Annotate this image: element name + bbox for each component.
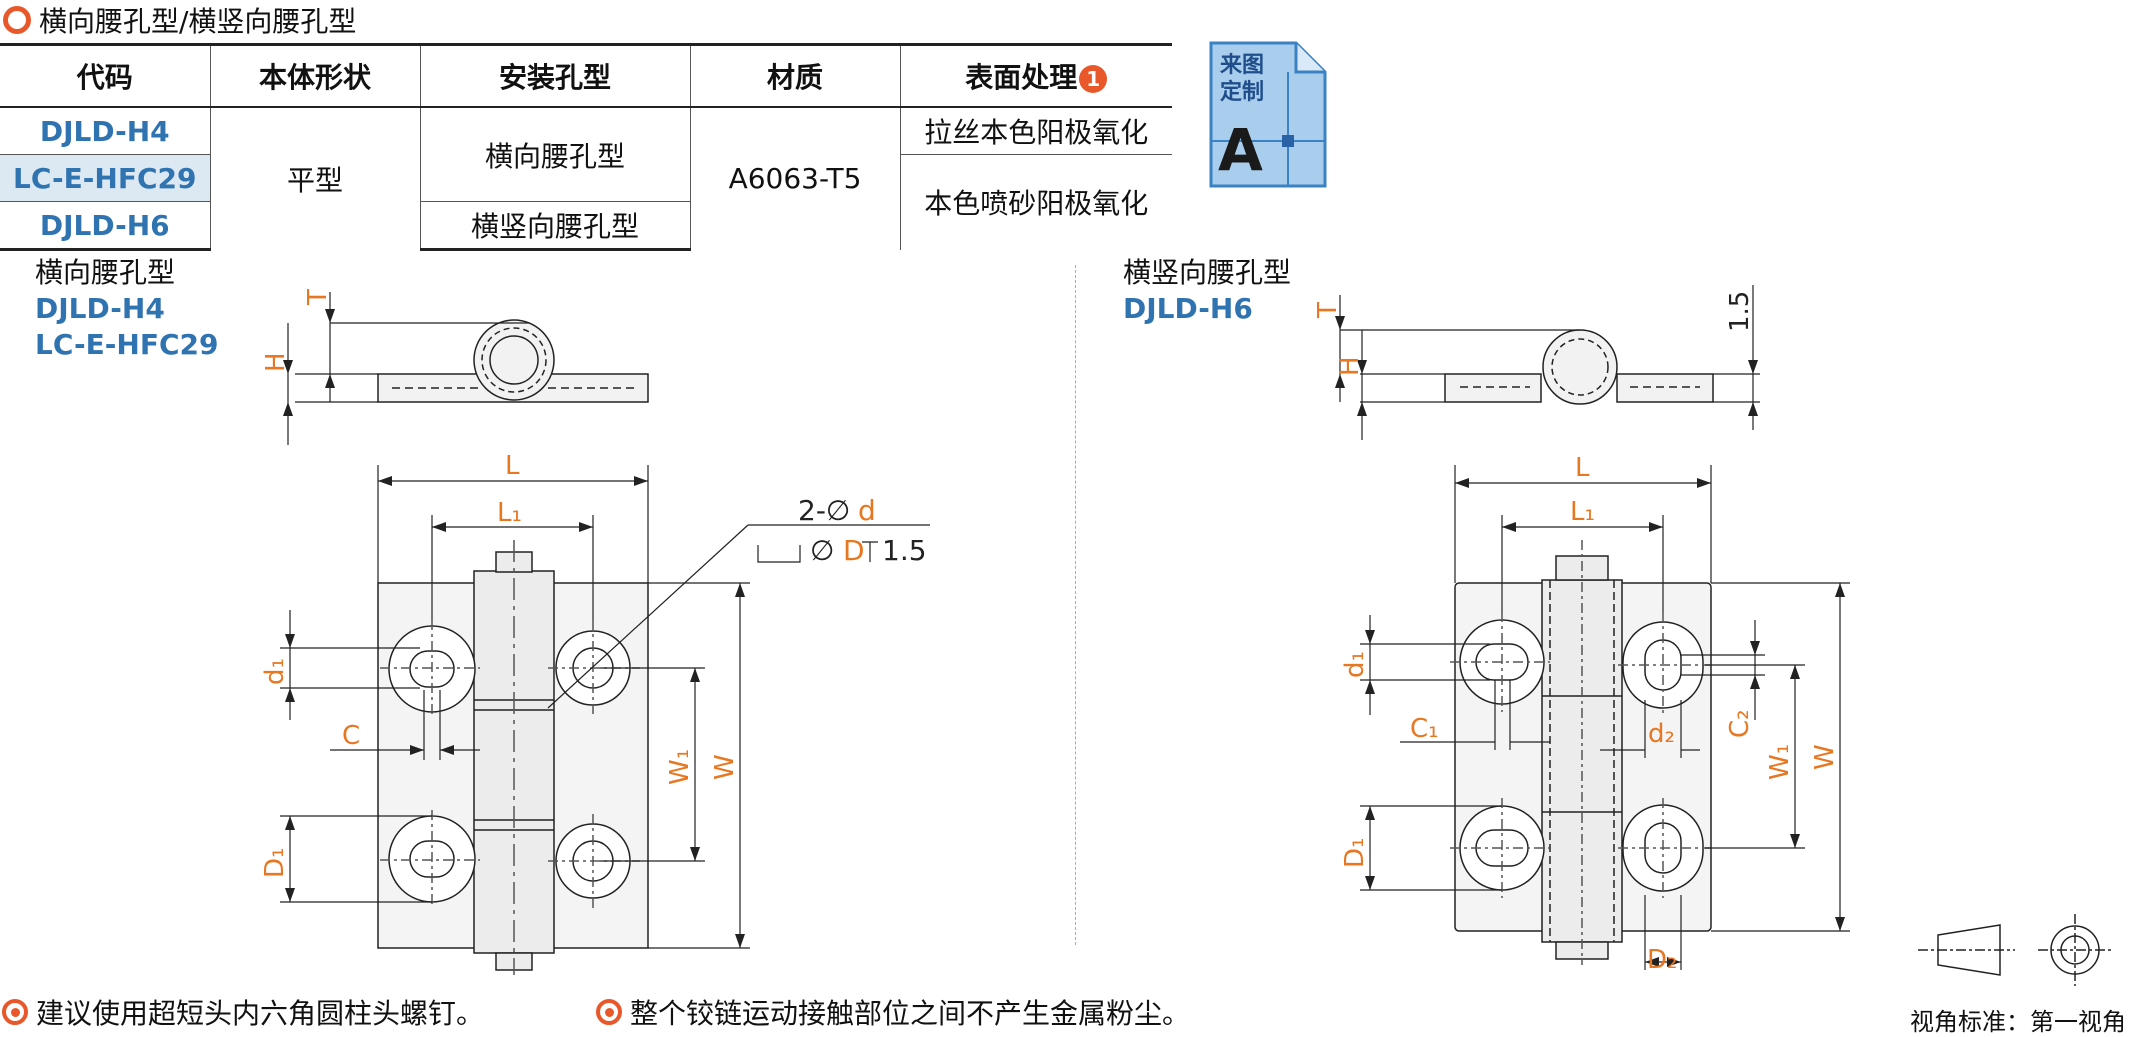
- th-shape: 本体形状: [209, 43, 420, 108]
- badge-line2: 定制: [1220, 79, 1264, 105]
- table-row: DJLD-H4 平型 横向腰孔型 A6063-T5 拉丝本色阳极氧化: [0, 107, 1172, 250]
- target-bullet-icon: [596, 999, 622, 1025]
- dim-C2: C₂: [1725, 709, 1755, 738]
- callout-d: d: [858, 494, 876, 527]
- note-badge: 1: [1079, 65, 1108, 93]
- first-angle-projection-icon: [1918, 914, 2112, 986]
- view-standard: 视角标准：第一视角: [1910, 1008, 2126, 1036]
- note-1: 建议使用超短头内六角圆柱头螺钉。: [2, 992, 484, 1032]
- dim-H: H: [261, 352, 291, 372]
- left-code-2: LC-E-HFC29: [35, 328, 219, 361]
- badge-line1: 来图: [1219, 53, 1264, 78]
- dim-C: C: [342, 721, 360, 751]
- table-row: LC-E-HFC29 本色喷砂阳极氧化: [0, 154, 1172, 250]
- dim-H: H: [1335, 356, 1365, 376]
- callout-depth: 1.5: [882, 534, 927, 567]
- right-section-title: 横竖向腰孔型 DJLD-H6: [1123, 256, 1292, 325]
- dim-d1: d₁: [260, 658, 290, 685]
- hole-type-cell: 横竖向腰孔型: [419, 201, 690, 251]
- th-hole-type: 安装孔型: [419, 43, 690, 108]
- callout-D: D: [843, 534, 865, 567]
- dim-W1: W₁: [665, 749, 695, 785]
- dim-L: L: [1575, 453, 1590, 483]
- material-cell: A6063-T5: [689, 107, 900, 250]
- left-hinge-drawing: T H L L₁ d₁ C W₁ W D₁ 2-∅ d ∅ D 1.5: [260, 289, 930, 975]
- ring-bullet-icon: [3, 6, 31, 34]
- dim-D1: D₁: [260, 848, 290, 878]
- dim-D2: D₂: [1647, 945, 1677, 975]
- right-code-1: DJLD-H6: [1123, 292, 1253, 325]
- finish-cell: 本色喷砂阳极氧化: [899, 154, 1172, 250]
- callout-prefix: 2-∅: [798, 494, 850, 527]
- section-title: 横向腰孔型/横竖向腰孔型: [0, 0, 356, 40]
- view-divider: [1075, 265, 1076, 945]
- finish-cell: 拉丝本色阳极氧化: [899, 107, 1172, 155]
- dim-L1: L₁: [1570, 497, 1595, 527]
- title-text: 横向腰孔型/横竖向腰孔型: [39, 5, 357, 38]
- callout-sym: ∅: [810, 534, 834, 567]
- left-section-title: 横向腰孔型 DJLD-H4 LC-E-HFC29: [35, 256, 219, 361]
- dim-W: W: [1810, 744, 1840, 770]
- table-row: DJLD-H6 横竖向腰孔型: [0, 201, 1172, 251]
- dim-T: T: [303, 289, 333, 306]
- dim-W1: W₁: [1765, 744, 1795, 780]
- code-cell: DJLD-H4: [39, 114, 170, 148]
- shape-cell: 平型: [209, 107, 420, 250]
- code-cell: DJLD-H6: [0, 201, 210, 251]
- left-code-1: DJLD-H4: [35, 292, 165, 325]
- th-material: 材质: [689, 43, 900, 108]
- th-code: 代码: [0, 43, 210, 108]
- code-cell: LC-E-HFC29: [0, 154, 210, 202]
- hole-type-cell: 横向腰孔型: [419, 107, 690, 202]
- badge-letter: A: [1218, 116, 1263, 184]
- note-2: 整个铰链运动接触部位之间不产生金属粉尘。: [596, 992, 1190, 1032]
- right-hinge-drawing: T H 1.5 L L₁ d₁ C₁ d₂ C₂ W₁ W D₁ D₂: [1313, 285, 1850, 975]
- dim-L: L: [505, 451, 520, 481]
- dim-W: W: [710, 754, 740, 780]
- custom-drawing-badge: 来图 定制 A: [1209, 41, 1327, 188]
- dim-L1: L₁: [497, 498, 522, 528]
- dim-D1: D₁: [1340, 838, 1370, 868]
- target-bullet-icon: [2, 999, 28, 1025]
- dim-d1: d₁: [1340, 651, 1370, 678]
- dim-C1: C₁: [1410, 714, 1439, 744]
- dim-d2: d₂: [1648, 719, 1675, 749]
- dim-T: T: [1313, 302, 1343, 319]
- dim-depth: 1.5: [1725, 291, 1755, 332]
